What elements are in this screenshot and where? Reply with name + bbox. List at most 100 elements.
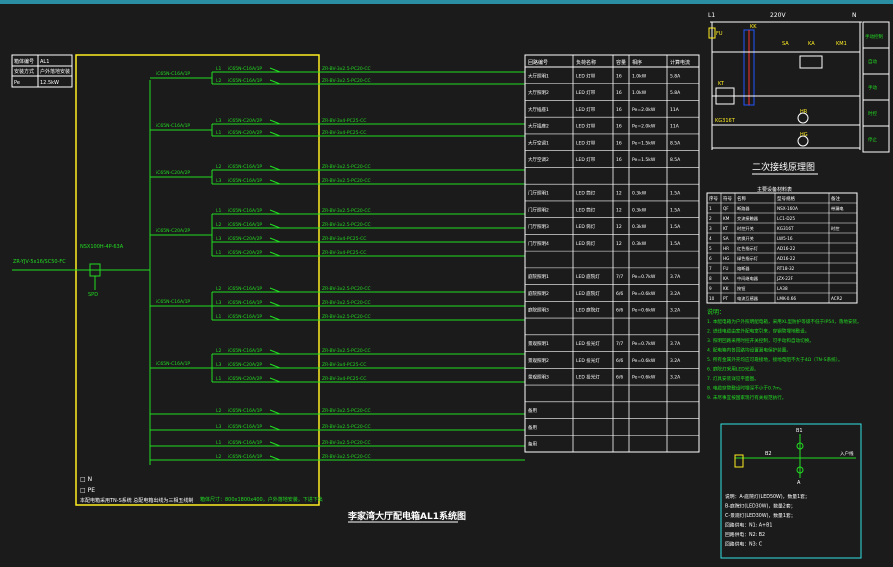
table-cell: LED 投光灯: [576, 357, 600, 364]
table-border: [524, 54, 700, 453]
lamp-label-inlet: 入户线: [840, 450, 854, 457]
materials-cell: JZX-22F: [776, 276, 794, 281]
notes-line: 4. 配电箱内各回路均设置漏电保护装置。: [707, 347, 791, 354]
materials-cell: AD16-22: [777, 256, 796, 261]
lamp-pole-symbol: [734, 454, 744, 468]
branch-breaker: iC65N-C20A/2P: [228, 118, 262, 124]
function-cell-3: 时控: [868, 110, 877, 117]
table-cell: Pe=1.5kW: [632, 140, 656, 146]
table-cell: LED 庭院灯: [576, 273, 600, 280]
branch-phase: L2: [216, 348, 222, 354]
branch-cable: ZR-BV-3x4-PC25-CC: [322, 362, 366, 368]
branch-phase: L3: [216, 424, 222, 430]
branch-cable: ZR-BV-3x4-PC25-CC: [322, 118, 366, 124]
table-cell: LED 投光灯: [576, 340, 600, 347]
materials-cell: KA: [723, 276, 729, 281]
switch-contact: [269, 301, 281, 307]
table-header: 回路编号: [528, 59, 548, 66]
table-cell: 6/6: [616, 375, 623, 381]
sec-label-hg: HG: [800, 132, 808, 138]
lamp-note-line: 说明：A-庭院灯(LED50W)，数量1套；: [725, 493, 810, 500]
secondary-title: 二次接线原理图: [752, 161, 815, 173]
materials-cell: 红色指示灯: [737, 245, 759, 252]
materials-cell: 9: [709, 286, 712, 291]
table-cell: 1.5A: [670, 191, 681, 197]
table-cell: 景观照明2: [528, 358, 549, 364]
materials-cell: PT: [723, 296, 729, 301]
materials-cell: 电流互感器: [737, 295, 759, 302]
table-cell: LED 灯带: [576, 156, 596, 163]
top-frame-line: [0, 0, 893, 3]
switch-contact: [269, 425, 281, 431]
materials-cell: QF: [723, 206, 729, 211]
branch-breaker: iC65N-C20A/2P: [228, 250, 262, 256]
table-cell: 大厅插座2: [528, 123, 549, 130]
lamp-note-line: 回路供电：N2: B2: [725, 531, 765, 538]
info-key-2: Pe: [14, 80, 20, 86]
branch-cable: ZR-BV-3x4-PC25-CC: [322, 376, 366, 382]
table-cell: 12: [616, 241, 622, 247]
notes-line: 6. 庭院灯采用LED光源。: [707, 366, 759, 373]
branch-phase: L2: [216, 164, 222, 170]
switch-contact: [269, 441, 281, 447]
info-key-0: 箱体编号: [14, 58, 34, 65]
table-cell: 16: [616, 107, 622, 113]
table-header: 相序: [632, 59, 642, 66]
sec-voltage: 220V: [770, 12, 786, 19]
table-cell: 大厅照明2: [528, 89, 549, 96]
table-cell: Pe=1.5kW: [632, 157, 656, 163]
table-cell: 门厅照明4: [528, 240, 549, 247]
branch-cable: ZR-BV-3x2.5-PC20-CC: [322, 300, 371, 306]
table-cell: 16: [616, 124, 622, 130]
branch-phase: L2: [216, 454, 222, 460]
notes-title: 说明：: [707, 308, 725, 316]
table-cell: 8.5A: [670, 140, 681, 146]
function-cell-0: 手动控制: [865, 33, 883, 40]
materials-cell: KM: [723, 216, 730, 221]
lamp-detail-notes: 说明：A-庭院灯(LED50W)，数量1套；B-庭院灯(LED30W)，数量2套…: [725, 493, 810, 548]
sec-label-hr: HR: [800, 109, 808, 115]
function-cell-4: 停止: [868, 136, 877, 143]
table-header: 容量: [616, 59, 626, 66]
info-val-0: AL1: [40, 59, 49, 65]
branch-phase: L1: [216, 250, 222, 256]
table-cell: 0.3kW: [632, 241, 647, 247]
materials-cell: KT: [723, 226, 728, 231]
materials-header: 符号: [723, 195, 732, 202]
table-cell: 大厅插座1: [528, 106, 549, 113]
materials-cell: RT18-32: [777, 266, 795, 271]
table-cell: 0.3kW: [632, 207, 647, 213]
sec-label-n: N: [852, 12, 857, 19]
table-cell: LED 筒灯: [576, 223, 596, 230]
table-cell: LED 筒灯: [576, 206, 596, 213]
table-cell: LED 灯带: [576, 72, 596, 79]
materials-cell: 绿色指示灯: [737, 255, 759, 262]
materials-cell: HR: [723, 246, 729, 251]
branch-phase: L3: [216, 362, 222, 368]
branch-breaker: iC65N-C16A/1P: [228, 348, 262, 354]
branch-breaker: iC65N-C16A/1P: [228, 424, 262, 430]
branch-breaker: iC65N-C16A/1P: [228, 178, 262, 184]
lamp-note-line: 回路供电：N1: A+B1: [725, 522, 772, 529]
fuse-symbol: [708, 27, 716, 39]
branch-breaker: iC65N-C16A/1P: [228, 208, 262, 214]
distribution-box-outline: [75, 54, 320, 506]
notes-line: 1. 本配电箱为户外照明配电箱，采用XL型防护等级不低于IP54，落地安装。: [707, 318, 862, 325]
branch-phase: L2: [216, 78, 222, 84]
table-cell: 大厅空调2: [528, 156, 549, 163]
table-cell: Pe=0.7kW: [632, 274, 656, 280]
branch-breaker: iC65N-C16A/1P: [228, 66, 262, 72]
materials-cell: KG316T: [777, 226, 794, 231]
notes-line: 2. 进线电缆由室外配电室引来，穿钢管埋地敷设。: [707, 328, 809, 335]
materials-cell: 3: [709, 226, 712, 231]
table-cell: Pe=0.7kW: [632, 341, 656, 347]
table-cell: 1.5A: [670, 241, 681, 247]
branch-breaker: iC65N-C16A/1P: [228, 454, 262, 460]
legend-footnote: 箱体尺寸：800x1800x400，户外落地安装，下进下出: [200, 496, 323, 503]
branch-phase: L2: [216, 408, 222, 414]
table-cell: 12: [616, 207, 622, 213]
table-cell: LED 灯带: [576, 89, 596, 96]
lamp-note-line: C-景观灯(LED30W)，数量1套；: [725, 512, 796, 519]
table-cell: LED 筒灯: [576, 190, 596, 197]
